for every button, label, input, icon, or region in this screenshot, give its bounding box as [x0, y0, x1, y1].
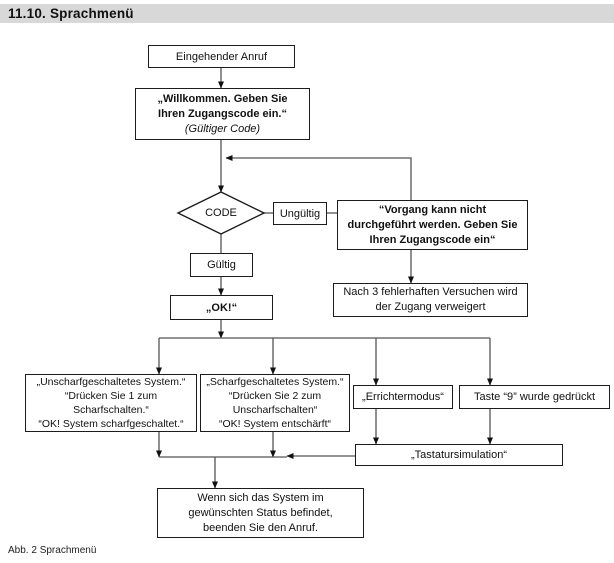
node-ok: „OK!“	[170, 295, 273, 320]
node-line: Ihren Zugangscode ein“	[369, 233, 496, 246]
node-label: „Tastatursimulation“	[411, 449, 507, 461]
node-line: „Unscharfgeschaltetes System.“	[36, 376, 186, 388]
node-label: „OK!“	[205, 301, 238, 314]
node-line: Ihren Zugangscode ein.“	[158, 107, 287, 120]
node-line: “Drücken Sie 1 zum	[64, 390, 158, 402]
node-label: Eingehender Anruf	[175, 50, 268, 63]
node-line: “Drücken Sie 2 zum	[228, 390, 322, 402]
node-line: „Willkommen. Geben Sie	[157, 92, 288, 105]
node-line: “OK! System entschärft“	[218, 418, 332, 430]
node-disarmed-system: „Unscharfgeschaltetes System.“ “Drücken …	[25, 374, 197, 432]
node-label: Taste “9” wurde gedrückt	[473, 391, 596, 403]
node-key9-pressed: Taste “9” wurde gedrückt	[459, 385, 610, 409]
node-label: „Errichtermodus“	[362, 391, 444, 403]
figure-caption: Abb. 2 Sprachmenü	[8, 545, 97, 556]
node-label: Gültig	[207, 259, 236, 271]
node-line: “OK! System scharfgeschaltet.“	[38, 418, 184, 430]
node-line: Scharfschalten.“	[73, 404, 149, 416]
node-code-decision-label: CODE	[205, 207, 237, 219]
node-line: beenden Sie den Anruf.	[203, 521, 318, 534]
node-line: „Scharfgeschaltetes System.“	[206, 376, 344, 388]
section-heading-bar: 11.10. Sprachmenü	[0, 4, 614, 23]
node-label: Ungültig	[279, 207, 321, 220]
node-lockout: Nach 3 fehlerhaften Versuchen wird der Z…	[333, 283, 528, 317]
node-incoming-call: Eingehender Anruf	[148, 45, 295, 68]
node-line: “Vorgang kann nicht	[378, 203, 487, 216]
node-line: Nach 3 fehlerhaften Versuchen wird	[343, 286, 518, 298]
node-keypad-simulation: „Tastatursimulation“	[355, 444, 563, 466]
connector-error-feedback-loop	[225, 155, 412, 200]
node-line: Unscharfschalten“	[232, 404, 318, 416]
node-valid: Gültig	[190, 253, 253, 277]
node-end-call: Wenn sich das System im gewünschten Stat…	[157, 488, 364, 538]
node-line: der Zugang verweigert	[375, 301, 486, 313]
code-decision-diamond	[176, 191, 266, 235]
node-welcome-message: „Willkommen. Geben Sie Ihren Zugangscode…	[135, 88, 310, 140]
node-invalid: Ungültig	[273, 202, 327, 225]
node-line: Wenn sich das System im	[197, 491, 324, 504]
section-heading: 11.10. Sprachmenü	[8, 6, 134, 21]
node-installer-mode: „Errichtermodus“	[353, 385, 453, 409]
node-armed-system: „Scharfgeschaltetes System.“ “Drücken Si…	[200, 374, 350, 432]
node-error-message: “Vorgang kann nicht durchgeführt werden.…	[337, 200, 528, 250]
node-note: (Gültiger Code)	[184, 122, 261, 135]
node-line: gewünschten Status befindet,	[188, 506, 333, 519]
node-line: durchgeführt werden. Geben Sie	[347, 218, 518, 231]
